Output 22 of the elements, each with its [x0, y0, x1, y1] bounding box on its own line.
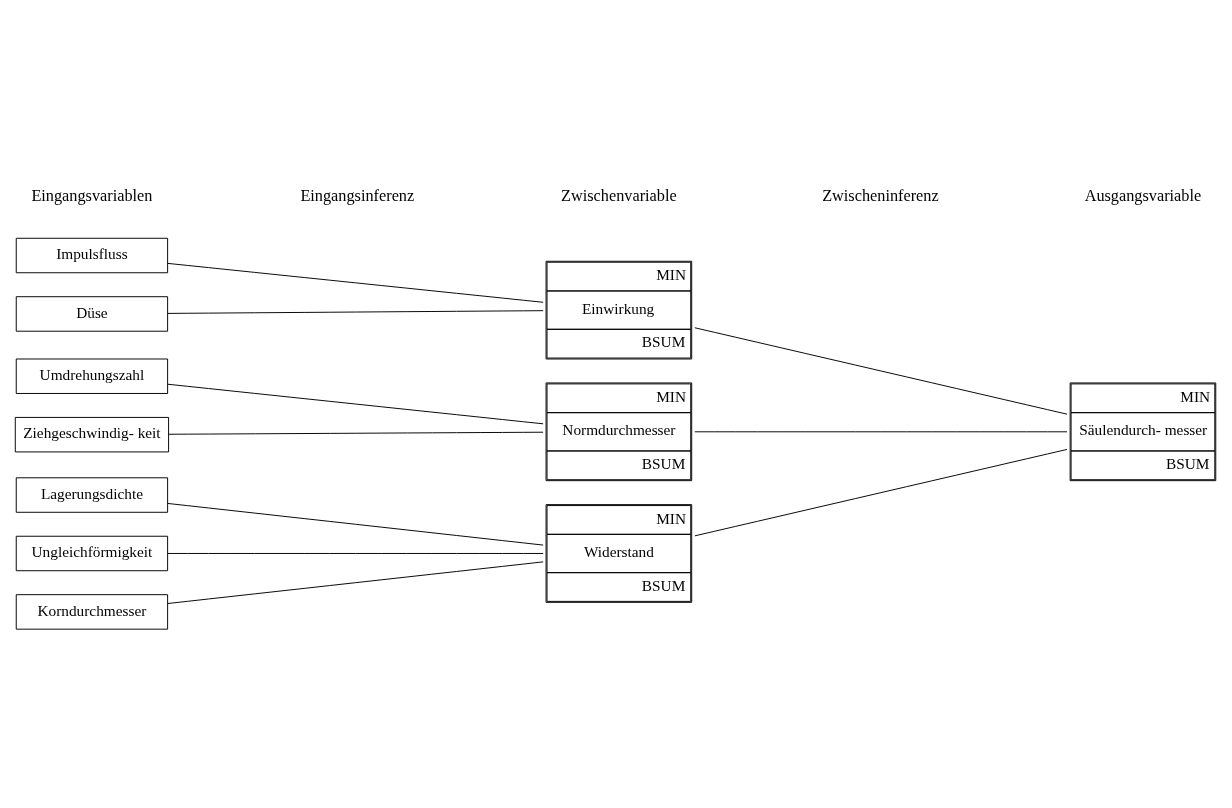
- connector: [167, 560, 544, 604]
- node-box: Umdrehungszahl: [15, 358, 169, 394]
- connector: [694, 326, 1068, 415]
- connector: [694, 430, 1068, 432]
- connector: [168, 431, 544, 435]
- label: Ausgangsvariable: [1084, 185, 1202, 205]
- connector: [167, 383, 544, 424]
- connector: [167, 262, 544, 303]
- label: Zwischeninferenz: [822, 185, 939, 205]
- connector: [167, 552, 544, 554]
- connector: [167, 502, 544, 546]
- connector: [694, 448, 1068, 536]
- node-box: Korndurchmesser: [15, 593, 169, 630]
- node-box: Ungleichförmigkeit: [15, 535, 169, 571]
- node-box: Impulsfluss: [15, 237, 169, 273]
- node-box: Ziehgeschwindig- keit: [14, 416, 170, 452]
- label: Zwischenvariable: [561, 185, 677, 205]
- label: Eingangsvariablen: [31, 185, 153, 205]
- label: Eingangsinferenz: [300, 185, 415, 205]
- node-box: Lagerungsdichte: [15, 476, 169, 513]
- node-box: Düse: [15, 295, 169, 332]
- connector: [167, 309, 544, 314]
